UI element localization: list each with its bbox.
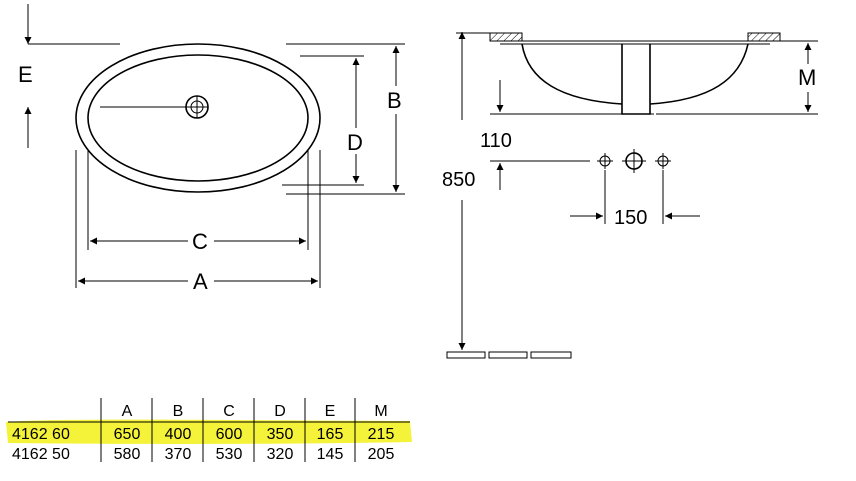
tap-right-icon <box>655 153 671 169</box>
floor-segment-3 <box>530 351 572 359</box>
label-b: B <box>387 88 402 113</box>
row-2-model: 4162 50 <box>12 446 70 463</box>
header-b: B <box>173 403 184 420</box>
row-1-model: 4162 60 <box>12 426 70 443</box>
row-1-e: 165 <box>317 426 344 443</box>
row-1-c: 600 <box>216 426 243 443</box>
side-view: M 110 850 <box>442 32 818 359</box>
row-1-d: 350 <box>267 426 294 443</box>
drain-spigot <box>621 44 651 115</box>
header-e: E <box>325 403 336 420</box>
row-2-b: 370 <box>165 446 192 463</box>
tap-left-icon <box>597 153 613 169</box>
label-e: E <box>18 62 33 87</box>
label-110: 110 <box>480 130 512 152</box>
label-m: M <box>798 65 816 90</box>
header-a: A <box>122 403 133 420</box>
header-d: D <box>274 403 286 420</box>
label-850: 850 <box>442 169 475 191</box>
floor-segment-1 <box>446 351 486 359</box>
row-2-a: 580 <box>114 446 141 463</box>
row-1-b: 400 <box>165 426 192 443</box>
countertop-left <box>489 32 523 42</box>
floor-segment-2 <box>488 351 528 359</box>
basin-bowl-profile <box>521 43 749 105</box>
row-1-m: 215 <box>368 426 395 443</box>
dimension-table: A B C D E M 4162 60 650 400 600 350 165 … <box>6 398 412 463</box>
top-view: E B D C A <box>18 4 405 294</box>
header-m: M <box>374 403 387 420</box>
row-2-m: 205 <box>368 446 395 463</box>
label-a: A <box>193 269 208 294</box>
header-c: C <box>223 403 235 420</box>
row-2-e: 145 <box>317 446 344 463</box>
tap-center-icon <box>622 149 646 173</box>
label-150: 150 <box>614 207 647 229</box>
row-2-c: 530 <box>216 446 243 463</box>
label-c: C <box>192 229 208 254</box>
row-highlight <box>6 419 412 444</box>
label-d: D <box>347 130 363 155</box>
basin-outer-rim <box>75 43 321 193</box>
table-grid <box>8 398 410 462</box>
countertop-right <box>747 32 781 42</box>
row-1-a: 650 <box>114 426 141 443</box>
basin-inner-bowl <box>87 54 309 182</box>
row-2-d: 320 <box>267 446 294 463</box>
